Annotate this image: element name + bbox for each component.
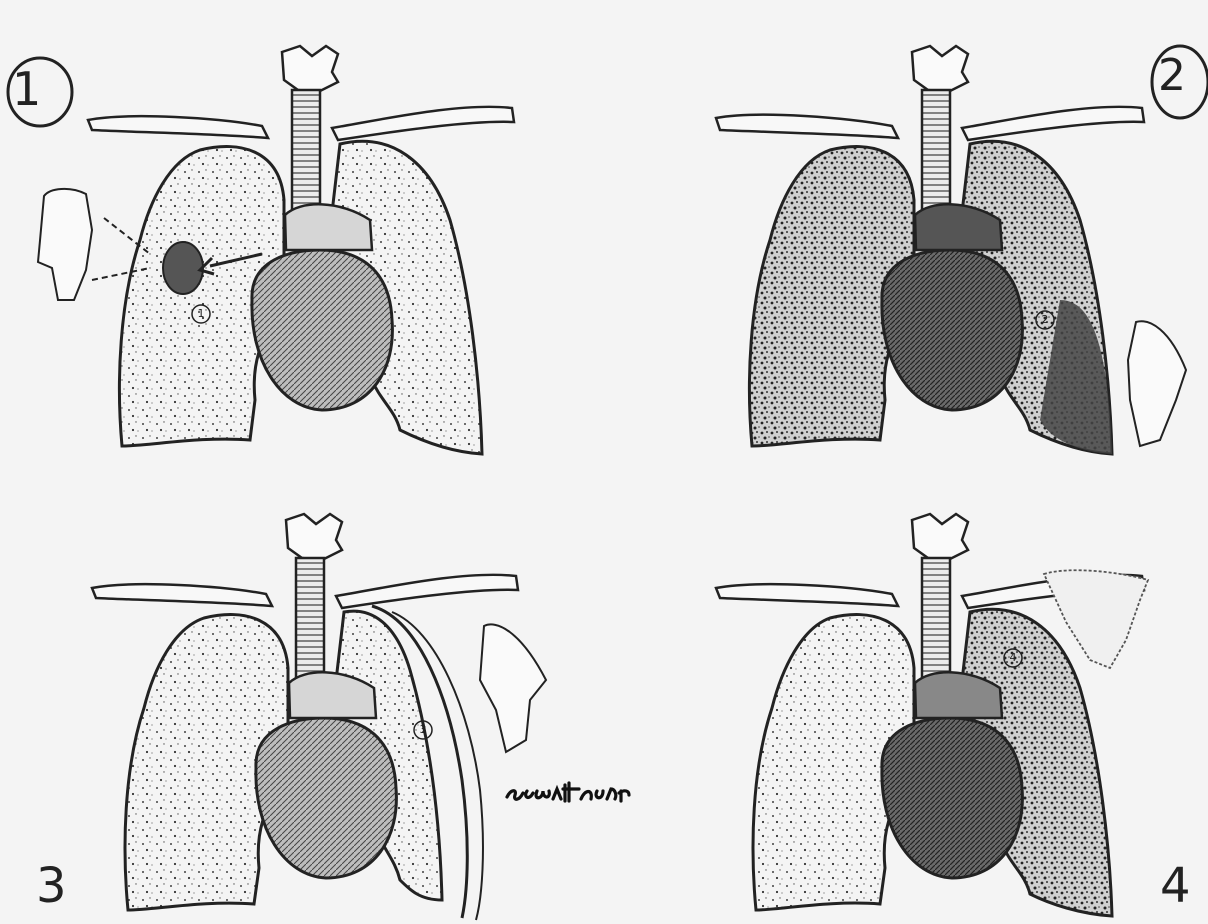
panel-label-3: 3 (36, 862, 67, 910)
panel-label-2: 2 (1158, 54, 1186, 98)
panel-label-1: 1 (12, 66, 41, 112)
handwritten-signature (503, 777, 663, 807)
lesion-marker-3: 3 (415, 722, 431, 738)
panel-4-lungs (716, 514, 1148, 916)
panel-3-lungs (92, 514, 546, 920)
panel-2-lungs (716, 46, 1186, 454)
lesion-marker-4: 4 (1005, 650, 1021, 666)
lesion-marker-1: 1 (193, 306, 209, 322)
lesion-marker-2: 2 (1037, 312, 1053, 328)
panel-label-4: 4 (1160, 862, 1191, 910)
panel-1-lungs (38, 46, 514, 454)
